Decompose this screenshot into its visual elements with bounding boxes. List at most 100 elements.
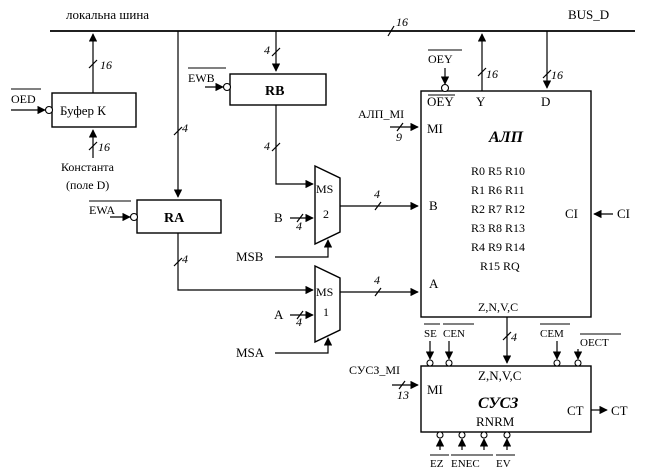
ms2-label: MS (316, 182, 333, 196)
sus-flags-input: Z,N,V,C (478, 368, 521, 383)
ms2-mux (314, 164, 341, 246)
se-bubble (426, 359, 434, 367)
ewb-label: EWB (188, 71, 215, 85)
ra-register-label: RA (164, 211, 185, 226)
constant-label-line1: Константа (61, 160, 115, 174)
rb-register-label: RB (265, 84, 284, 99)
alu-register-row-4: R4 R9 R14 (471, 240, 525, 254)
ms2-out-width: 4 (374, 187, 380, 201)
bus-width-label: 16 (396, 15, 408, 29)
alu-block (420, 90, 592, 318)
cen-bubble (445, 359, 453, 367)
msa-label: MSA (236, 345, 265, 360)
oed-bubble (44, 105, 54, 115)
ms1-number: 1 (323, 305, 329, 319)
ms1-mux (314, 264, 341, 344)
ev-label: EV (496, 458, 511, 470)
buffer-out-tick (88, 59, 98, 69)
ewa-label: EWA (89, 203, 115, 217)
alu-y-port: Y (476, 94, 486, 109)
cem-label: CEM (540, 328, 564, 340)
msb-label: MSB (236, 249, 264, 264)
alu-d-tick (542, 69, 552, 79)
sus-ct-port: CT (567, 403, 584, 418)
alu-mi-port: MI (427, 121, 443, 136)
constant-label-line2: (поле D) (66, 178, 109, 192)
cen-label: CEN (443, 328, 465, 340)
se-label: SE (424, 328, 437, 340)
ra-out-wire (177, 233, 314, 295)
ms2-number: 2 (323, 207, 329, 221)
alu-mi-width: 9 (396, 130, 402, 144)
ms1-input-a-tick (296, 310, 304, 320)
alu-register-row-1: R1 R6 R11 (471, 183, 525, 197)
ms2-out-tick (374, 201, 382, 211)
enec-label: ENEC (451, 458, 480, 470)
ci-ext-label: CI (617, 206, 630, 221)
ra-in-width: 4 (182, 121, 188, 135)
alu-register-row-0: R0 R5 R10 (471, 164, 525, 178)
rb-out-tick (271, 142, 281, 152)
ms2-input-b-width: 4 (296, 219, 302, 233)
alu-flags-output: Z,N,V,C (478, 300, 518, 314)
alu-d-width: 16 (551, 68, 563, 82)
ewb-bubble (222, 82, 232, 92)
alu-ci-port: CI (565, 206, 578, 221)
alu-y-tick (477, 67, 487, 77)
msa-wire (275, 337, 333, 354)
oed-label: OED (11, 92, 36, 106)
alu-flags-tick (502, 331, 512, 341)
bus-d-label: BUS_D (568, 7, 609, 22)
sus-mi-port: MI (427, 382, 443, 397)
ra-out-width: 4 (182, 252, 188, 266)
rb-out-width: 4 (264, 139, 270, 153)
alu-register-row-5: R15 RQ (480, 259, 520, 273)
oect-bubble (574, 359, 582, 367)
ez-bubble (436, 431, 444, 439)
ms1-out-tick (374, 287, 382, 297)
sus-mi-tick (398, 380, 406, 390)
buffer-in-tick (88, 141, 98, 151)
sus-title: СУСЗ (478, 395, 518, 412)
rb-in-tick (271, 47, 281, 57)
buffer-out-width: 16 (100, 58, 112, 72)
alu-oey-port: OEY (427, 94, 454, 109)
cem-bubble (553, 359, 561, 367)
ez-label: EZ (430, 458, 444, 470)
sus-rn-label: RN (476, 414, 495, 429)
ms2-input-b-tick (296, 213, 304, 223)
sus-rn-rm-label: RNRM (476, 414, 515, 429)
alu-register-row-2: R2 R7 R12 (471, 202, 525, 216)
alu-b-port: B (429, 198, 438, 213)
sus-mi-label: СУСЗ_MI (349, 363, 400, 377)
alu-d-port: D (541, 94, 550, 109)
ms1-input-a-width: 4 (296, 315, 302, 329)
oect-label: OECT (580, 337, 609, 349)
buffer-k-label: Буфер К (60, 103, 106, 118)
alu-y-width: 16 (486, 67, 498, 81)
sus-mi-width: 13 (397, 388, 409, 402)
ms1-label: MS (316, 285, 333, 299)
rb-in-width: 4 (264, 43, 270, 57)
rb-register-block (229, 73, 327, 106)
enec-a-bubble (458, 431, 466, 439)
ms2-input-b-label: B (274, 210, 283, 225)
ms1-input-a-label: A (274, 307, 284, 322)
sus-block (420, 365, 592, 433)
alu-a-port: A (429, 276, 439, 291)
enec-b-bubble (480, 431, 488, 439)
rb-out-wire (275, 105, 314, 189)
alu-flags-width: 4 (511, 330, 517, 344)
alu-title: АЛП (488, 129, 524, 146)
ra-out-tick (173, 257, 183, 267)
ct-ext-label: CT (611, 403, 628, 418)
alu-register-row-3: R3 R8 R13 (471, 221, 525, 235)
local-bus-label: локальна шина (66, 7, 149, 22)
oey-label: OEY (428, 52, 453, 66)
ms1-out-width: 4 (374, 273, 380, 287)
ra-in-tick (173, 126, 183, 136)
alu-mi-tick (396, 122, 404, 132)
ewa-bubble (129, 212, 139, 222)
bus-width-tick (387, 25, 395, 37)
